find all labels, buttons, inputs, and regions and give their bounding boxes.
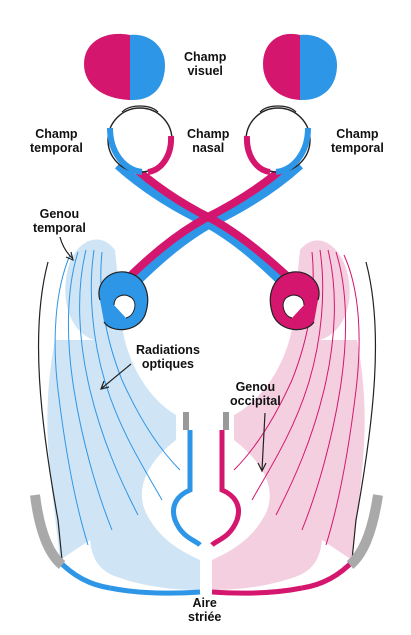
label-champ-nasal: Champ nasal	[187, 127, 229, 155]
arrow-genou-temporal	[60, 237, 73, 260]
label-champ-visuel: Champ visuel	[184, 50, 226, 78]
label-radiations-optiques: Radiations optiques	[136, 343, 200, 371]
right-visual-field-disc	[263, 34, 337, 100]
left-visual-field-disc	[84, 34, 165, 100]
right-eye	[246, 106, 310, 172]
left-lgn	[99, 272, 148, 330]
label-aire-striee: Aire striée	[188, 596, 221, 624]
left-eye	[108, 106, 172, 172]
label-genou-occipital: Genou occipital	[230, 380, 281, 408]
optic-chiasm	[118, 162, 300, 292]
label-genou-temporal: Genou temporal	[33, 207, 86, 235]
label-champ-temporal-right: Champ temporal	[331, 127, 384, 155]
right-lgn	[270, 272, 319, 330]
label-champ-temporal-left: Champ temporal	[30, 127, 83, 155]
